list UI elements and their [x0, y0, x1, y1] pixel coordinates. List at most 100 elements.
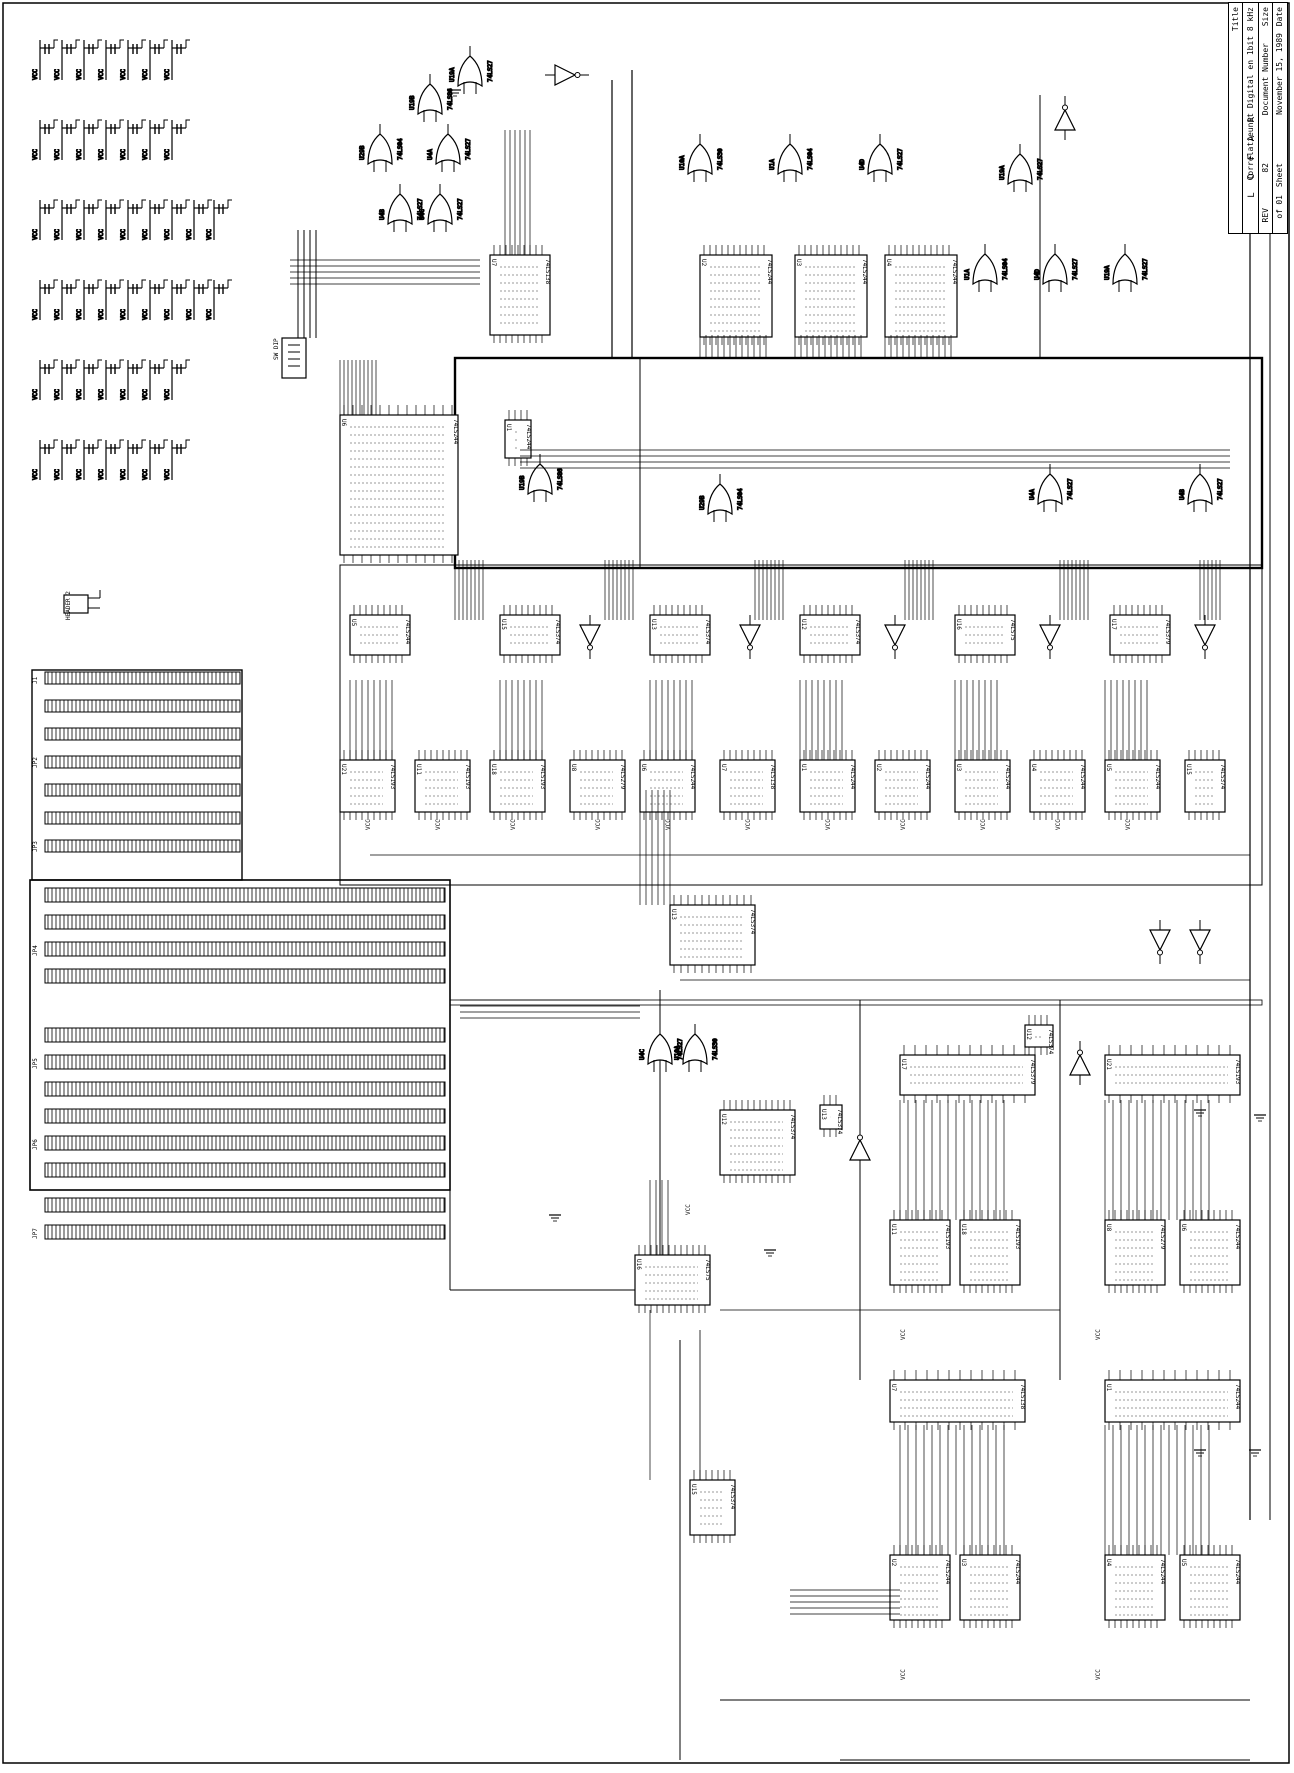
gate-ref: U4C: [419, 209, 426, 220]
chip-part: 74LS374: [1219, 764, 1226, 790]
connector-ref: JP2: [32, 757, 39, 768]
gate-ref: U4C: [639, 1049, 646, 1060]
bypass-capacitor: VCC: [205, 199, 232, 241]
vcc-label: VCC: [120, 149, 127, 160]
gate-part: 74LS04: [737, 488, 744, 510]
inverters: [545, 64, 1216, 1170]
chip-part: 74LS244: [1014, 1559, 1021, 1585]
gate-ref: U1A: [964, 269, 971, 280]
connector-ref: JP4: [32, 945, 39, 956]
connector-strip: [44, 727, 241, 741]
vcc-label: VCC: [142, 469, 149, 480]
connector-strip: [44, 914, 446, 930]
connector-ref: J1: [32, 676, 39, 684]
chip-part: 74LS374: [836, 1109, 843, 1135]
title-label: Title: [1231, 7, 1240, 32]
chip-ref: U8: [570, 764, 577, 772]
vcc-net-label: VCC: [1125, 819, 1132, 830]
sheet-number: 01: [1275, 195, 1284, 205]
gate-part: 74LS27: [897, 148, 904, 170]
chip-part: 74LS244: [861, 259, 868, 285]
chip-part: 74LS244: [689, 764, 696, 790]
vcc-label: VCC: [120, 469, 127, 480]
chip-ref: U6: [640, 764, 647, 772]
connector-ref: JP5: [32, 1058, 39, 1069]
chip-part: 74LS279: [619, 764, 626, 790]
gate-ref: U19A: [999, 165, 1006, 180]
connector-strip: [44, 1197, 446, 1213]
connector-strip: JP5: [32, 1054, 446, 1070]
title-block: Title Correlatieunit Digital en 1bit 8 k…: [1228, 2, 1288, 234]
chip-part: 74LS193: [944, 1224, 951, 1250]
vcc-label: VCC: [54, 69, 61, 80]
gate-part: 74LS27: [1037, 158, 1044, 180]
chip-ref: U2: [875, 764, 882, 772]
header-label: HEADER 2: [65, 591, 72, 620]
vcc-net-label: VCC: [1095, 1669, 1102, 1680]
chip-ref: U3: [955, 764, 962, 772]
dip-switch: [281, 230, 317, 379]
gate-ref: U19A: [1104, 265, 1111, 280]
vcc-label: VCC: [98, 309, 105, 320]
chip-ref: U12: [720, 1114, 727, 1125]
connector-strip: JP4: [32, 941, 446, 957]
bypass-capacitor: VCC: [97, 279, 124, 321]
chip-ref: U5: [1105, 764, 1112, 772]
vcc-label: VCC: [120, 229, 127, 240]
connector-strip: [44, 1108, 446, 1124]
ground-symbol: [449, 89, 461, 97]
chip-part: 74LS244: [1234, 1384, 1241, 1410]
bypass-capacitor: VCC: [75, 359, 102, 401]
sheet-of: of: [1275, 209, 1284, 219]
bypass-capacitor: VCC: [141, 359, 168, 401]
vcc-label: VCC: [54, 469, 61, 480]
chip-ref: U7: [720, 764, 727, 772]
chip-part: 74LS244: [1234, 1224, 1241, 1250]
ground-symbol: [1249, 1449, 1261, 1457]
chip-part: 74LS75: [704, 1259, 711, 1281]
bypass-capacitor: VCC: [97, 39, 124, 81]
chip-part: 74LS244: [404, 619, 411, 645]
document-number: 82: [1261, 163, 1270, 173]
bypass-capacitor: VCC: [205, 279, 232, 321]
bypass-capacitor: VCC: [141, 279, 168, 321]
bypass-capacitor: VCC: [31, 359, 58, 401]
bypass-capacitor: VCC: [119, 279, 146, 321]
chip-ref: U3: [795, 259, 802, 267]
vcc-label: VCC: [186, 309, 193, 320]
inverter: [1189, 920, 1211, 964]
chip-part: 74LS374: [854, 619, 861, 645]
chip-ref: U21: [340, 764, 347, 775]
gate-part: 74LS04: [1002, 258, 1009, 280]
or-gate: U1A 74LS04: [963, 244, 1010, 292]
gate-ref: U10A: [679, 155, 686, 170]
document-number-label: Document Number: [1261, 43, 1270, 116]
chip-part: 74LS374: [554, 619, 561, 645]
vcc-net-label: VCC: [595, 819, 602, 830]
inverter: [545, 64, 589, 86]
chip-ref: U11: [415, 764, 422, 775]
vcc-label: VCC: [142, 389, 149, 400]
chip-part: 74LS279: [1159, 1224, 1166, 1250]
bypass-capacitor: VCC: [163, 279, 190, 321]
chip-part: 74LS193: [539, 764, 546, 790]
chip-part: 74LS379: [1029, 1059, 1036, 1085]
ground-symbol: [1254, 1114, 1266, 1122]
rev-label: REV: [1261, 208, 1270, 223]
vcc-net-label: VCC: [980, 819, 987, 830]
vcc-label: VCC: [142, 69, 149, 80]
